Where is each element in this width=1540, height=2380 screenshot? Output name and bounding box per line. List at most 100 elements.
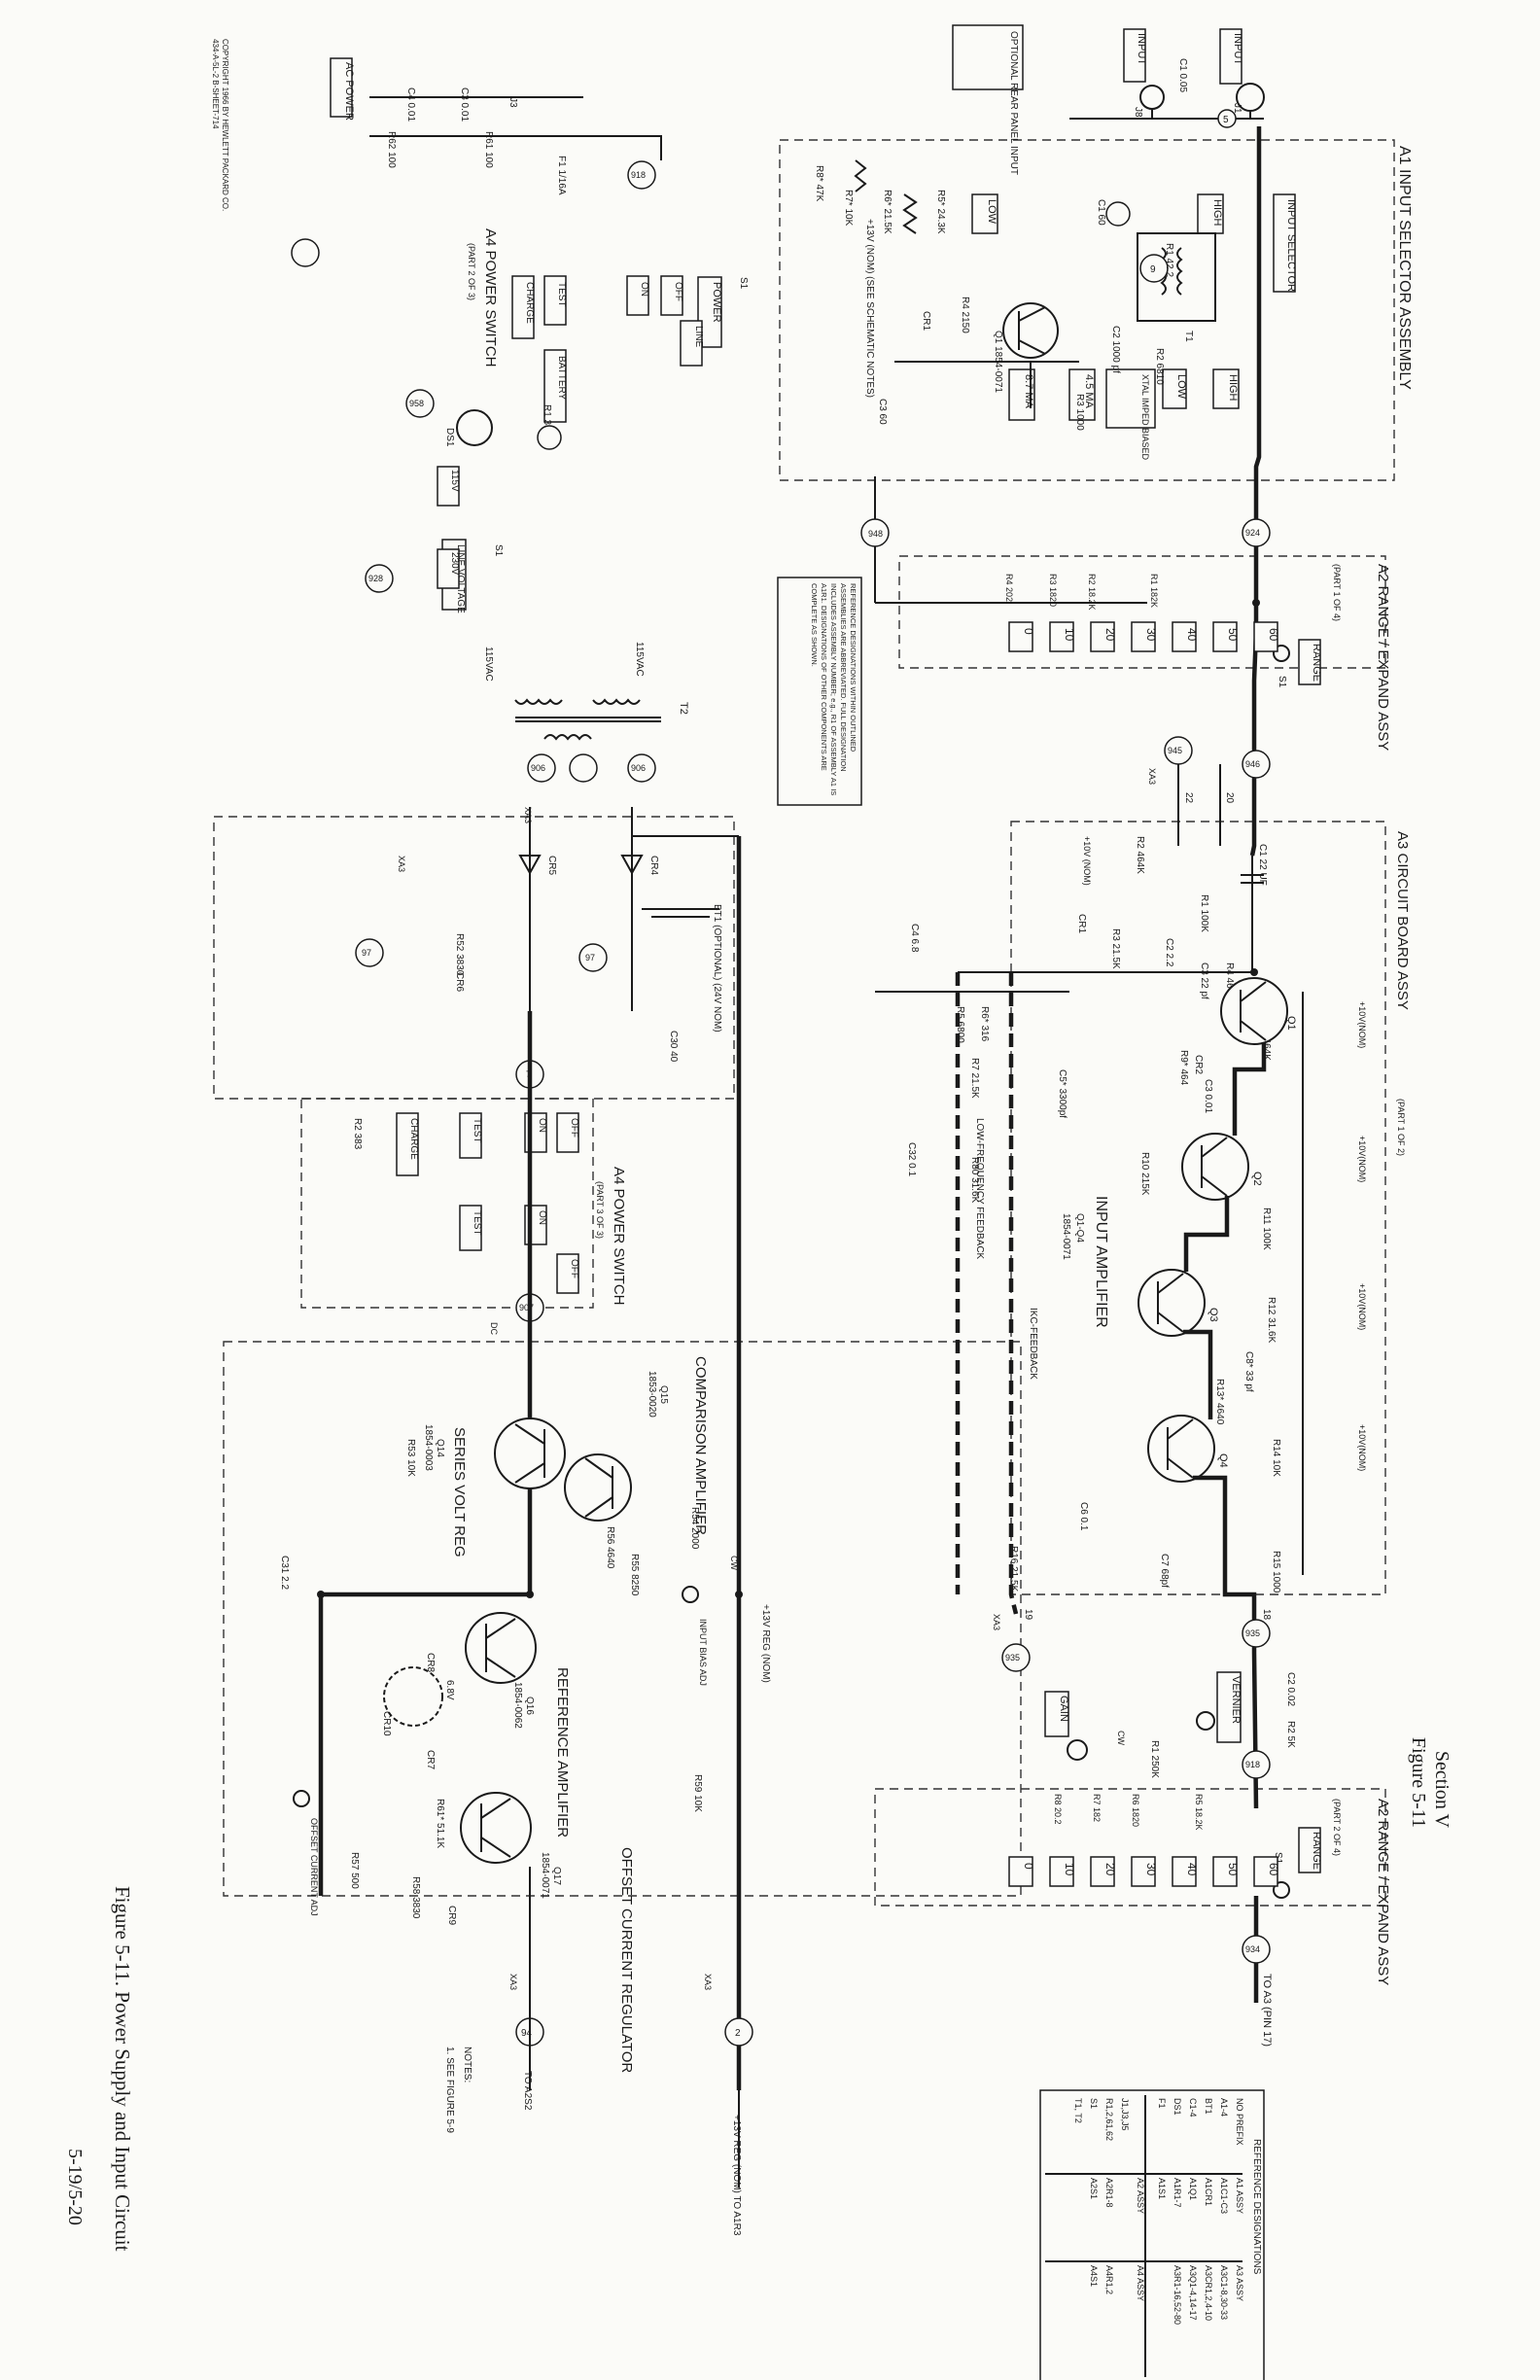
range-position-box[interactable] [1131,1856,1156,1887]
range-position-label: 0 [1022,628,1035,635]
low-label-b: LOW [1175,374,1187,400]
ikc-feedback: IKC-FEEDBACK [1028,1308,1038,1380]
ref-table-content: REFERENCE DESIGNATIONS NO PREFIX A1 ASSY A3… [1045,2095,1262,2377]
high-box-b [1212,368,1240,409]
node-93 [860,518,890,547]
vernier-knob[interactable] [1196,1711,1215,1731]
off-label-c: OFF [569,1259,579,1278]
ref-table-cell: A1C1-C3 [1219,2178,1229,2214]
junction-dot [1252,599,1260,607]
reference-part: 1854-0062 [512,1682,523,1729]
a3-r9-label: R9* 464 [1178,1050,1189,1086]
q2-e [1201,1175,1228,1197]
range-position-box[interactable] [1253,1856,1278,1887]
offset-current-adj[interactable] [293,1790,310,1807]
range-position-box[interactable] [1172,621,1197,652]
gain-knob[interactable] [1067,1739,1088,1761]
a3-r10-label: R10 215K [1139,1152,1150,1196]
high-box [1197,193,1224,234]
a2-r1b-label: R1 250K [1149,1740,1160,1778]
a4-mid-title: A4 POWER SWITCH [611,1167,627,1306]
gain-box [1044,1691,1069,1737]
q3-c [1157,1273,1184,1294]
range-position-box[interactable] [1090,621,1115,652]
range-position-box[interactable] [1049,621,1074,652]
a1-title: A1 INPUT SELECTOR ASSEMBLY [1396,146,1413,390]
input-selector-box [1273,193,1296,293]
q17-c [480,1798,511,1819]
xa3-mid: XA3 [992,1614,1001,1630]
t2-secondary [543,734,592,741]
a2-r8-label: R8 20.2 [1053,1794,1063,1825]
a3-r2-label: R2 464K [1135,836,1145,874]
q4-circle [1147,1415,1215,1483]
range-position-label: 30 [1144,628,1158,642]
charge-label: CHARGE [524,282,535,324]
off-label-b: OFF [569,1118,579,1138]
a3-c1-label: C1 22 UF [1257,844,1268,886]
a1-r8-label: R8* 47K [814,165,824,202]
low-box [971,193,998,234]
range-position-label: 0 [1022,1863,1035,1870]
a2-top-title: A2 RANGE / EXPAND ASSY [1375,564,1391,751]
xa3-t2: XA3 [523,807,533,823]
input-bias-adj[interactable] [682,1586,699,1603]
j8-label: J8 [1133,107,1143,118]
f1-label: F1 1/16A [556,156,567,195]
range-position-box[interactable] [1008,1856,1033,1887]
node-918-label: 918 [1245,1760,1260,1769]
ref-table-cell: A2R1-8 [1104,2178,1114,2208]
ref-table-cell: F1 [1157,2098,1167,2109]
ref-table-cell: A1 ASSY [1235,2178,1244,2214]
xa3-left: XA3 [397,856,406,872]
node-946-label: 946 [1245,759,1260,769]
node-97 [578,943,608,972]
range-position-box[interactable] [1131,621,1156,652]
node-97-label: 97 [585,953,595,962]
optional-rear-label: OPTIONAL REAR PANEL INPUT [1008,31,1019,175]
node-935b-label: 935 [1005,1653,1020,1662]
ref-table-cell: NO PREFIX [1235,2098,1244,2146]
range-label-top: RANGE [1311,644,1322,682]
a3-r1-label: R1 100K [1199,894,1209,932]
ref-table-cell: REFERENCE DESIGNATIONS [1251,2139,1262,2275]
vac115-a: 115VAC [634,642,645,677]
q3-label: Q3 [1208,1308,1219,1322]
a1-note: +13V (NOM) (SEE SCHEMATIC NOTES) [864,219,875,398]
range-position-box[interactable] [1090,1856,1115,1887]
a1-assembly-outline [779,139,1395,481]
q16-e [485,1657,516,1678]
range-knob-bottom[interactable] [1273,1881,1290,1899]
ref-table-cell: A3CR1,2,4-10 [1204,2265,1213,2321]
cr4-label: CR4 [648,856,659,875]
cr9-label: CR9 [446,1906,457,1925]
a2-r6-label: R6 1820 [1131,1794,1140,1827]
a3-c5-label: C5* 3300pf [1057,1069,1068,1118]
fuse-wire [583,135,662,160]
range-position-box[interactable] [1212,621,1238,652]
t1-label: T1 [1183,331,1194,342]
on-box [626,275,649,316]
a1-r3-label: R3 1000 [1074,394,1085,431]
a4-left-part: (PART 2 OF 3) [467,243,476,300]
line-voltage-label: LINE VOLTAGE [455,544,466,613]
q1-transistor: Q1 [1220,977,1297,1045]
range-position-box[interactable] [1172,1856,1197,1887]
bias-10v-2: +10V(NOM) [1357,1136,1367,1182]
xa3-bottom-b: XA3 [508,1974,518,1990]
range-position-label: 30 [1144,1863,1158,1876]
a3-c8-label: C8* 33 pf [1243,1351,1254,1392]
range-position-box[interactable] [1212,1856,1238,1887]
range-position-box[interactable] [1253,621,1278,652]
range-position-box[interactable] [1008,621,1033,652]
node-918b [627,160,656,190]
q1-label: Q1 [1285,1016,1297,1031]
charge-label-b: CHARGE [408,1118,419,1160]
cw-label-2: CW [729,1556,739,1570]
node-946 [1242,750,1271,779]
ac-power-label: AC POWER [343,62,355,121]
range-position-box[interactable] [1049,1856,1074,1887]
range-position-label: 60 [1267,628,1280,642]
node-958-label: 928 [368,574,383,583]
